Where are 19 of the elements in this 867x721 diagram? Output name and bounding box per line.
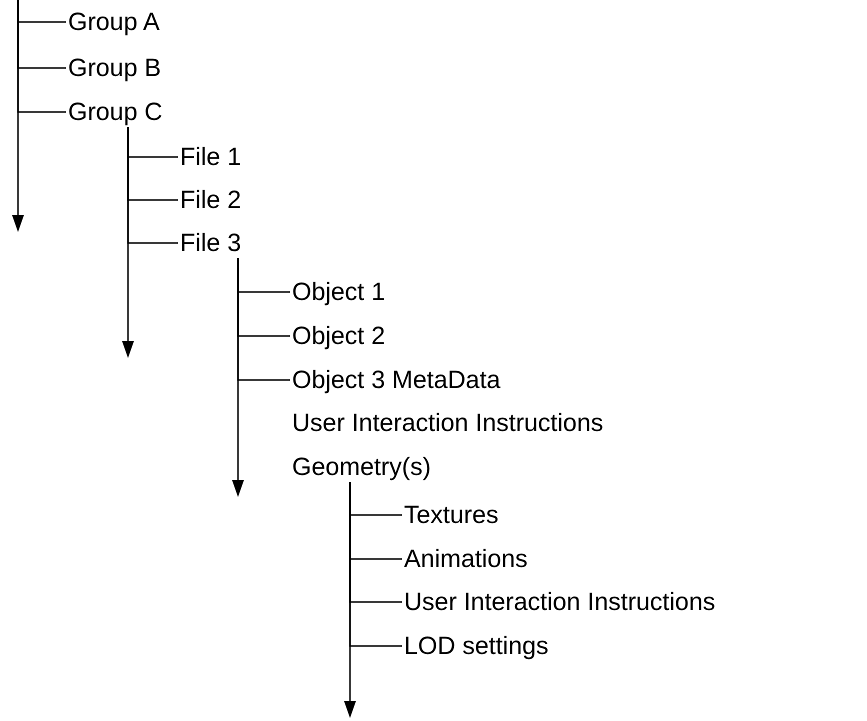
- tree-item-label: Group A: [68, 7, 160, 37]
- tree-item-label: File 1: [180, 142, 242, 172]
- tree-item-label: User Interaction Instructions: [404, 587, 716, 617]
- tree-connector: [127, 127, 178, 244]
- tree-item-label: Geometry(s): [292, 452, 431, 482]
- tree-item-label: File 3: [180, 228, 242, 258]
- tree-connector: [237, 258, 290, 381]
- tree-connector: [17, 0, 66, 113]
- tree-item-label: Group C: [68, 97, 162, 127]
- tree-item-label: Object 3 MetaData: [292, 365, 500, 395]
- tree-item-label: File 2: [180, 185, 242, 215]
- tree-item-label: Object 1: [292, 277, 386, 307]
- tree-item-label: Group B: [68, 53, 162, 83]
- tree-item-label: Object 2: [292, 321, 386, 351]
- tree-connector: [349, 482, 402, 647]
- tree-item-label: LOD settings: [404, 631, 549, 661]
- tree-item-label: Animations: [404, 544, 528, 574]
- tree-item-label: User Interaction Instructions: [292, 408, 604, 438]
- tree-item-label: Textures: [404, 500, 498, 530]
